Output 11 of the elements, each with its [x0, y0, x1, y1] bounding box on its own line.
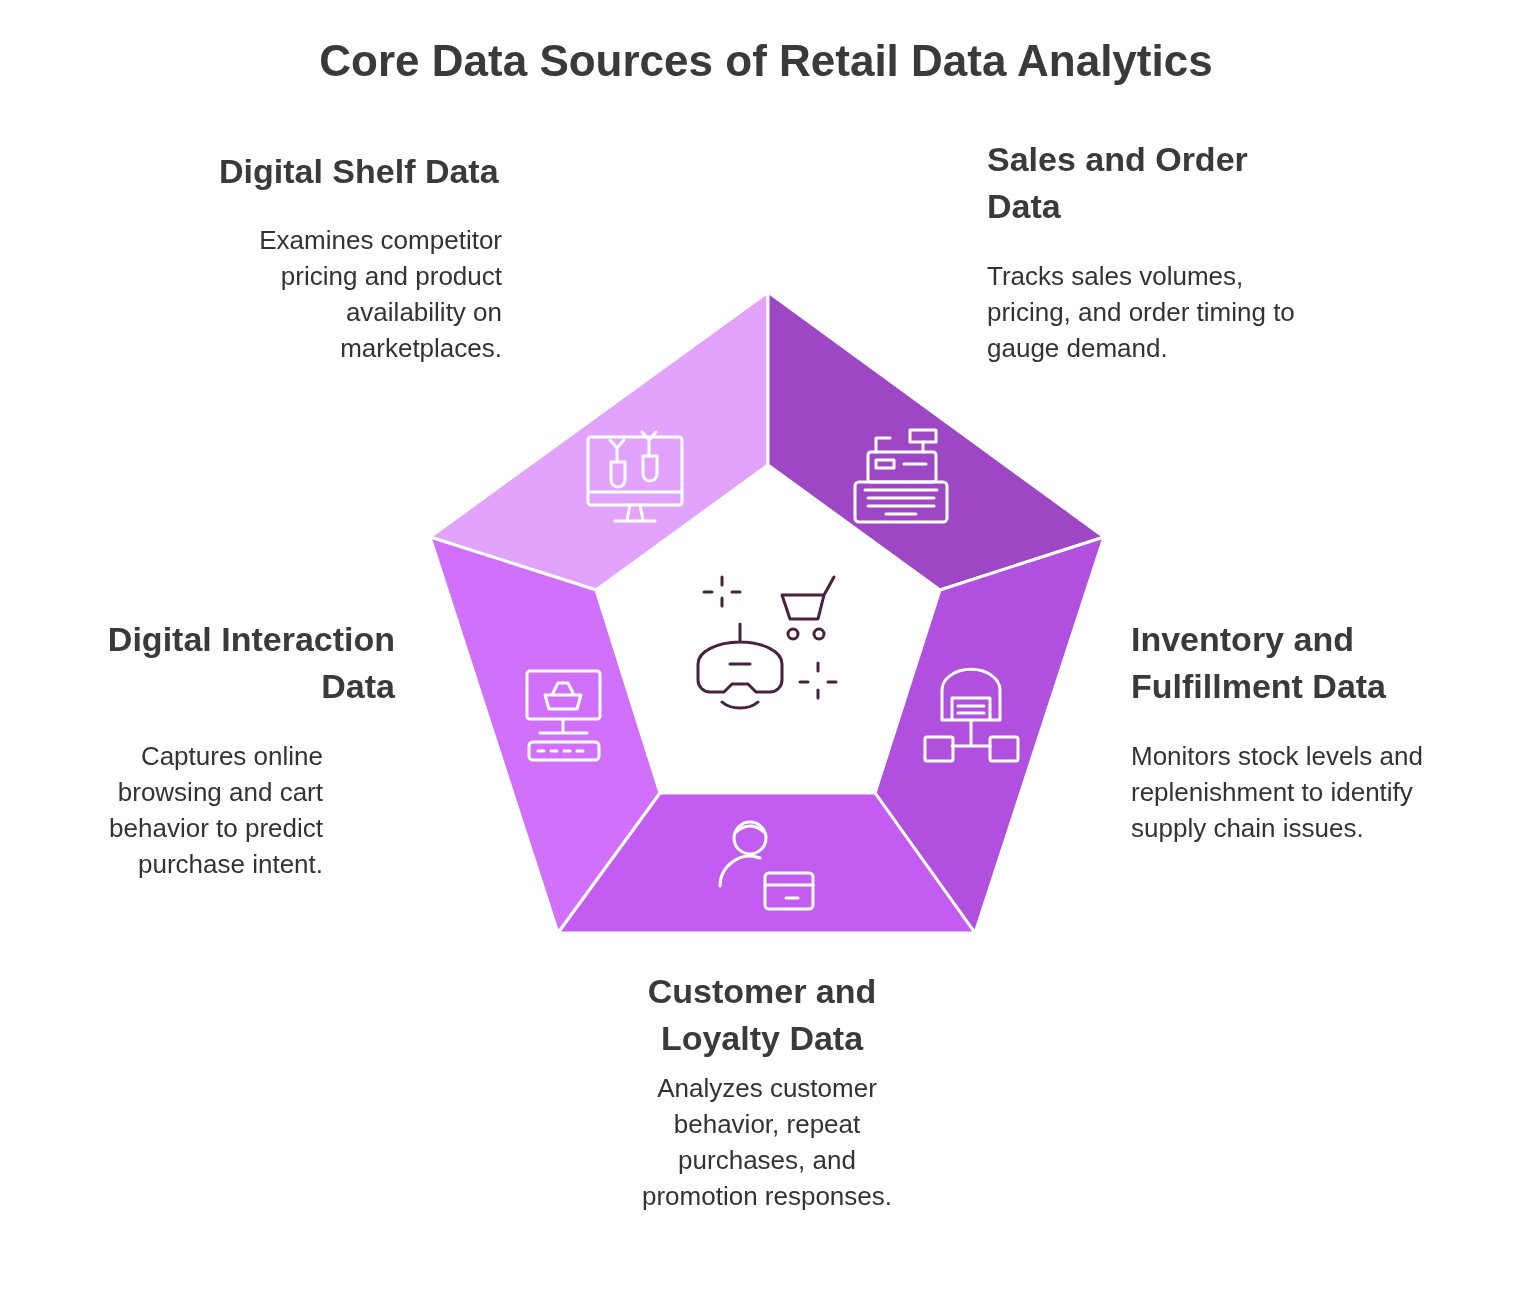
segment-heading: Digital Interaction Data	[106, 619, 395, 707]
segment-heading: Sales and Order Data	[987, 139, 1249, 227]
segment-heading: Digital Shelf Data	[219, 151, 500, 192]
segment-description: Monitors stock levels and replenishment to identify supply chain issues.	[1131, 740, 1423, 845]
segment-description: Tracks sales volumes, pricing, and order timing to gauge demand.	[987, 260, 1296, 365]
segment-heading: Customer and Loyalty Data	[646, 971, 878, 1059]
segment-description: Captures online browsing and cart behavior to predict purchase intent.	[108, 740, 323, 881]
diagram-title: Core Data Sources of Retail Data Analytics	[318, 36, 1214, 86]
segment-description: Examines competitor pricing and product availability on marketplaces.	[258, 224, 502, 365]
segment-heading: Inventory and Fulfillment Data	[1131, 619, 1388, 707]
segment-description: Analyzes customer behavior, repeat purchases, and promotion responses.	[641, 1072, 893, 1213]
